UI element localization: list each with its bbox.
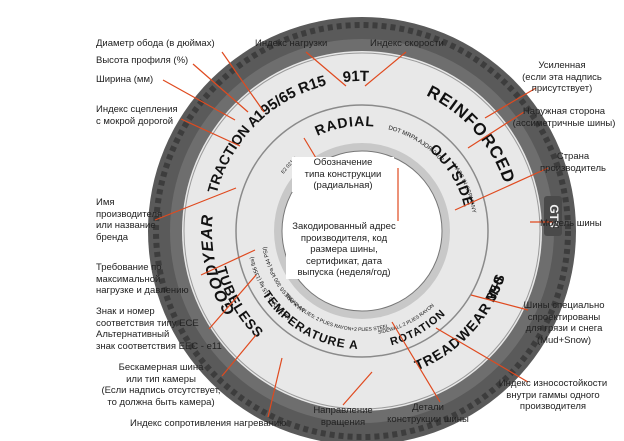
label-tire-model: Модель шины [540, 218, 602, 229]
leader-treadwear [435, 327, 529, 383]
label-mud-snow: Шины специально спроектированы для грязи… [523, 300, 605, 346]
leader-wet-traction [180, 118, 241, 147]
sidewall-ring [235, 104, 489, 358]
tire-tread-pattern [153, 22, 571, 440]
service-index-marking: 91T [342, 68, 369, 86]
leader-manufacturer [154, 187, 237, 221]
leader-country [454, 167, 549, 211]
label-ece-mark: Знак и номер соответствия типу ECE Альте… [96, 306, 222, 352]
leader-outer-side [467, 111, 525, 149]
label-construction: Обозначение типа конструкции (радиальная… [292, 157, 394, 192]
leader-tubeless [221, 334, 257, 377]
label-wet-traction: Индекс сцепления с мокрой дорогой [96, 104, 178, 127]
label-max-load-pressure: Требование по максимальной нагрузке и да… [96, 262, 189, 296]
label-construction-details: Детали конструкции шины [387, 402, 469, 425]
label-outer-side: Наружная сторона (ассиметричные шины) [512, 106, 616, 129]
label-rim-diameter: Диаметр обода (в дюймах) [96, 38, 215, 49]
leader-mud-snow [470, 294, 529, 311]
leader-rotation [342, 371, 373, 406]
leader-temperature [267, 357, 283, 418]
label-country: Страна производитель [540, 151, 606, 174]
model-emblem: GT3 [544, 196, 562, 236]
label-coded-address: Закодированный адрес производителя, код … [286, 221, 402, 279]
label-tubeless: Бескамерная шина или тип камеры (Если на… [101, 362, 221, 408]
label-manufacturer: Имя производителя или название бренда [96, 197, 163, 243]
label-speed-index: Индекс скорости [370, 38, 444, 49]
label-profile-height: Высота профиля (%) [96, 55, 189, 66]
leader-construction [303, 137, 317, 159]
leader-lines [154, 51, 553, 418]
label-load-index: Индекс нагрузки [255, 38, 328, 49]
label-treadwear: Индекс износостойкости внутри гаммы одно… [498, 378, 608, 412]
label-width: Ширина (мм) [96, 74, 154, 85]
leader-width [162, 79, 236, 121]
leader-profile-height [192, 63, 249, 113]
label-reinforced: Усиленная (если эта надпись присутствует… [522, 60, 602, 94]
leader-rim-diameter [221, 51, 265, 113]
label-rotation: Направление вращения [313, 405, 373, 428]
label-temperature: Индекс сопротивления нагреванию [130, 418, 287, 429]
leader-reinforced [484, 87, 537, 119]
leader-ece [208, 274, 257, 330]
leader-load-index [305, 51, 347, 87]
leader-speed-index [364, 51, 407, 87]
leader-construction-details [391, 321, 441, 403]
sidewall-edge-outer [183, 52, 541, 410]
leader-max-load [200, 249, 256, 276]
